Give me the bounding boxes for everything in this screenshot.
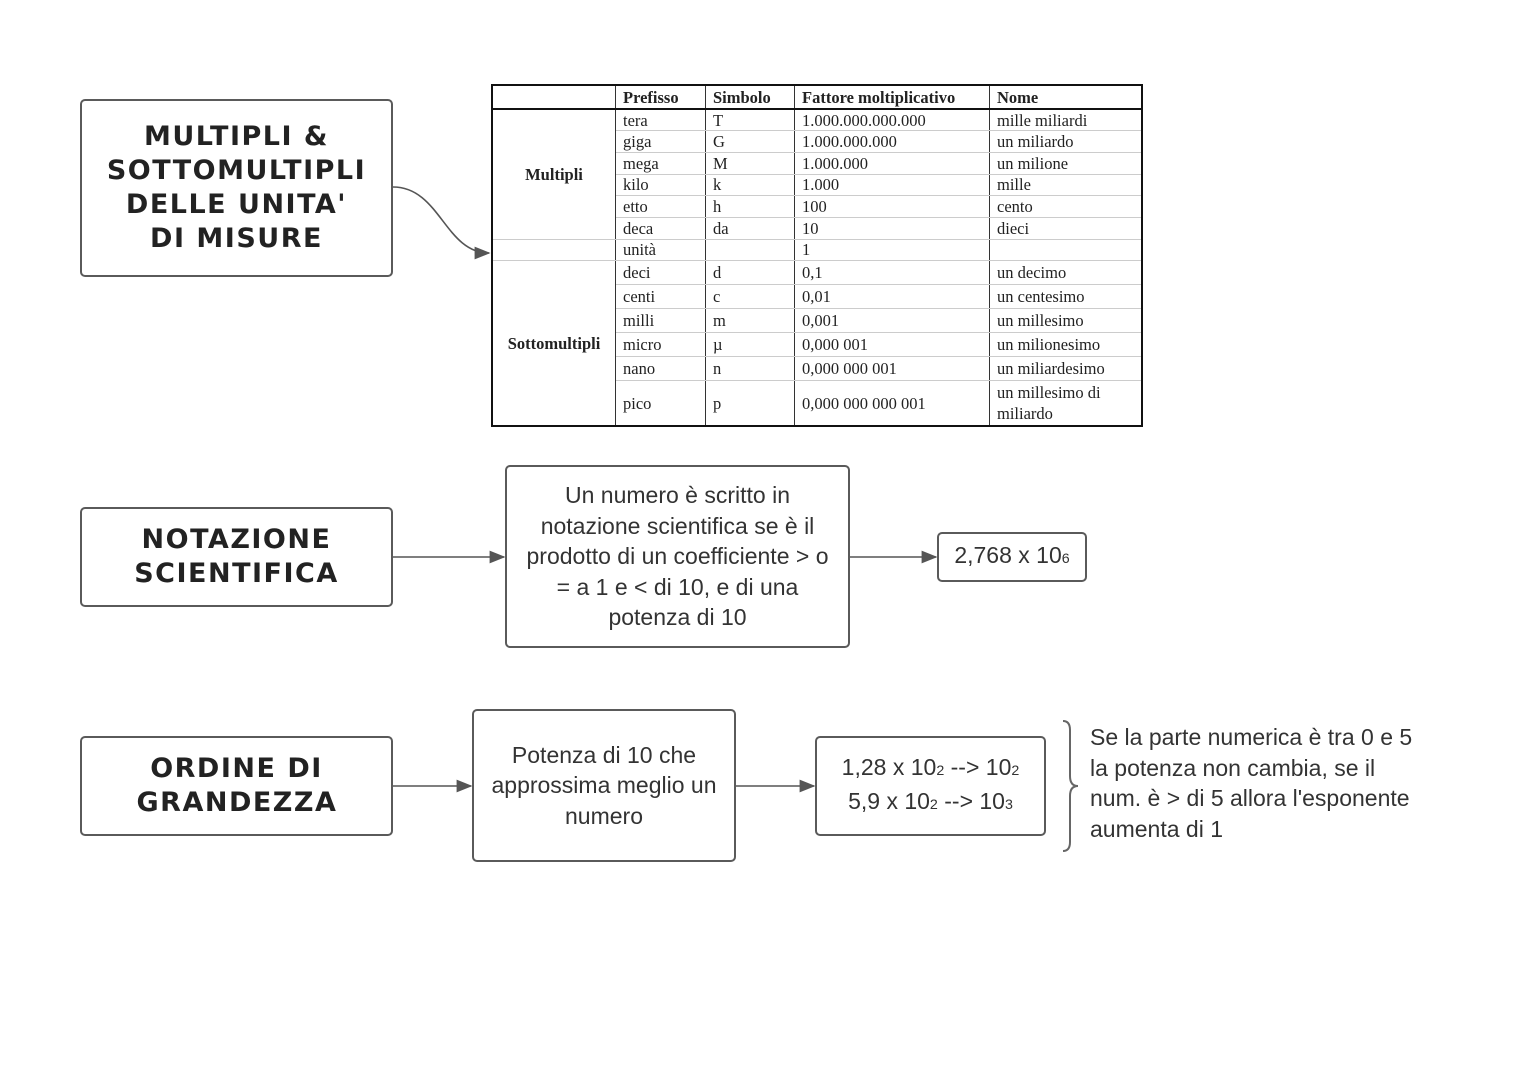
table-cell: 0,000 000 001 [794,356,990,381]
table-cell: mille miliardi [989,109,1143,132]
table-cell: un miliardesimo [989,356,1143,381]
table-cell: mille [989,174,1143,197]
notazione-title-box: NOTAZIONE SCIENTIFICA [80,507,393,607]
table-cell: 1.000.000 [794,152,990,175]
table-cell: M [705,152,795,175]
table-cell: un milione [989,152,1143,175]
table-cell: p [705,380,795,427]
table-cell [989,239,1143,262]
table-cell: G [705,130,795,153]
table-cell: da [705,217,795,240]
table-cell: T [705,109,795,132]
table-cell: micro [615,332,706,357]
table-cell: centi [615,284,706,309]
multipli-title-box: MULTIPLI & SOTTOMULTIPLI DELLE UNITA' DI… [80,99,393,277]
notazione-definition-box: Un numero è scritto in notazione scienti… [505,465,850,648]
notazione-example: 2,768 x 106 [954,541,1070,568]
table-header [492,85,616,110]
ordine-definition: Potenza di 10 che approssima meglio un n… [491,741,717,829]
table-cell: unità [615,239,706,262]
prefix-table: Prefisso Simbolo Fattore moltiplicativo … [491,84,1143,428]
table-cell: un centesimo [989,284,1143,309]
ordine-rule: Se la parte numerica è tra 0 e 5 la pote… [1090,724,1413,842]
group-label-empty [492,239,616,262]
ordine-title: ORDINE DI GRANDEZZA [136,753,338,818]
ordine-title-box: ORDINE DI GRANDEZZA [80,736,393,836]
table-cell: pico [615,380,706,427]
table-header: Nome [989,85,1143,110]
notazione-definition: Un numero è scritto in notazione scienti… [526,482,829,631]
group-label-multipli: Multipli [492,109,616,240]
table-cell: 10 [794,217,990,240]
table-cell: n [705,356,795,381]
table-cell: 0,1 [794,260,990,285]
table-header: Prefisso [615,85,706,110]
table-cell: kilo [615,174,706,197]
table-cell: 1.000.000.000.000 [794,109,990,132]
table-cell: 1.000 [794,174,990,197]
table-cell: h [705,195,795,218]
table-cell: deci [615,260,706,285]
notazione-example-box: 2,768 x 106 [937,532,1087,582]
table-cell: etto [615,195,706,218]
table-cell: k [705,174,795,197]
table-cell [705,239,795,262]
table-cell: µ [705,332,795,357]
table-cell: milli [615,308,706,333]
table-cell: 0,000 000 000 001 [794,380,990,427]
ordine-example-1: 1,28 x 102 --> 102 [841,753,1020,780]
ordine-example-2: 5,9 x 102 --> 103 [848,788,1013,814]
table-header: Fattore moltiplicativo [794,85,990,110]
table-row: unità 1 [492,239,1143,262]
table-cell: nano [615,356,706,381]
table-cell: d [705,260,795,285]
table-cell: mega [615,152,706,175]
table-cell: 0,01 [794,284,990,309]
table-cell: dieci [989,217,1143,240]
table-cell: 100 [794,195,990,218]
table-cell: un miliardo [989,130,1143,153]
table-cell: c [705,284,795,309]
table-header: Simbolo [705,85,795,110]
table-cell: un decimo [989,260,1143,285]
table-cell: giga [615,130,706,153]
table-cell: tera [615,109,706,132]
table-cell: un milionesimo [989,332,1143,357]
table-cell: 0,001 [794,308,990,333]
table-cell: 1 [794,239,990,262]
ordine-examples-box: 1,28 x 102 --> 102 5,9 x 102 --> 103 [815,736,1046,836]
curly-brace-icon [1062,720,1079,852]
table-cell: cento [989,195,1143,218]
multipli-title: MULTIPLI & SOTTOMULTIPLI DELLE UNITA' DI… [106,121,367,254]
group-label-sottomultipli: Sottomultipli [492,260,616,427]
table-cell: deca [615,217,706,240]
table-cell: un millesimo [989,308,1143,333]
notazione-title: NOTAZIONE SCIENTIFICA [134,524,339,589]
ordine-definition-box: Potenza di 10 che approssima meglio un n… [472,709,736,862]
table-cell: un millesimo di miliardo [989,380,1143,427]
table-cell: m [705,308,795,333]
table-cell: 1.000.000.000 [794,130,990,153]
arrow-multipli-to-table [392,186,491,260]
table-cell: 0,000 001 [794,332,990,357]
